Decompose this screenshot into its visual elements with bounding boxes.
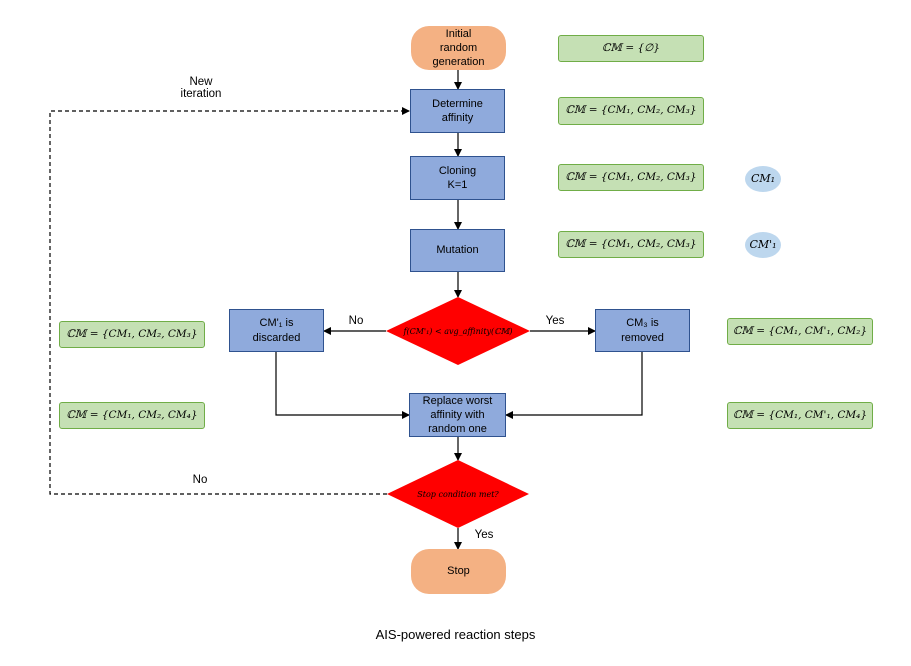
start-node: Initial random generation [411,26,506,70]
set-box-initial: ℂ𝕄 = {∅} [558,35,704,62]
cloning-node: Cloning K=1 [410,156,505,200]
decision-diamond-stop [387,460,529,528]
set-box-mutation: ℂ𝕄 = {CM₁, CM₂, CM₃} [558,231,704,258]
determine-affinity-node: Determine affinity [410,89,505,133]
figure-caption: AIS-powered reaction steps [375,627,536,642]
edge-loop-new-iteration [49,107,410,495]
decision-stop-label: Stop condition met? [417,489,499,499]
yes-down-label: Yes [474,529,494,541]
set-box-discarded: ℂ𝕄 = {CM₁, CM₂, CM₃} [59,321,205,348]
set-box-removed: ℂ𝕄 = {CM₁, CM'₁, CM₂} [727,318,873,345]
no-left-label: No [348,315,364,327]
set-box-affinity: ℂ𝕄 = {CM₁, CM₂, CM₃} [558,97,704,125]
set-box-cloning: ℂ𝕄 = {CM₁, CM₂, CM₃} [558,164,704,191]
decision-diamond-affinity [386,297,530,365]
discarded-node: CM'₁ is discarded [229,309,324,352]
decision-affinity-label: f(CM'₁) < avg_affinity(ℂ𝕄) [403,326,513,336]
replace-node: Replace worst affinity with random one [409,393,506,437]
no-loop-label: No [192,474,208,486]
set-box-replace-right: ℂ𝕄 = {CM₁, CM'₁, CM₄} [727,402,873,429]
yes-right-label: Yes [545,315,565,327]
removed-node: CM₃ is removed [595,309,690,352]
new-iteration-label: New iteration [180,76,222,100]
clone-oval: CM₁ [745,166,781,192]
mutant-oval: CM'₁ [745,232,781,258]
mutation-node: Mutation [410,229,505,272]
stop-node: Stop [411,549,506,594]
edge-discard-replace [275,352,410,419]
set-box-replace-left: ℂ𝕄 = {CM₁, CM₂, CM₄} [59,402,205,429]
edge-remove-replace [505,352,643,419]
